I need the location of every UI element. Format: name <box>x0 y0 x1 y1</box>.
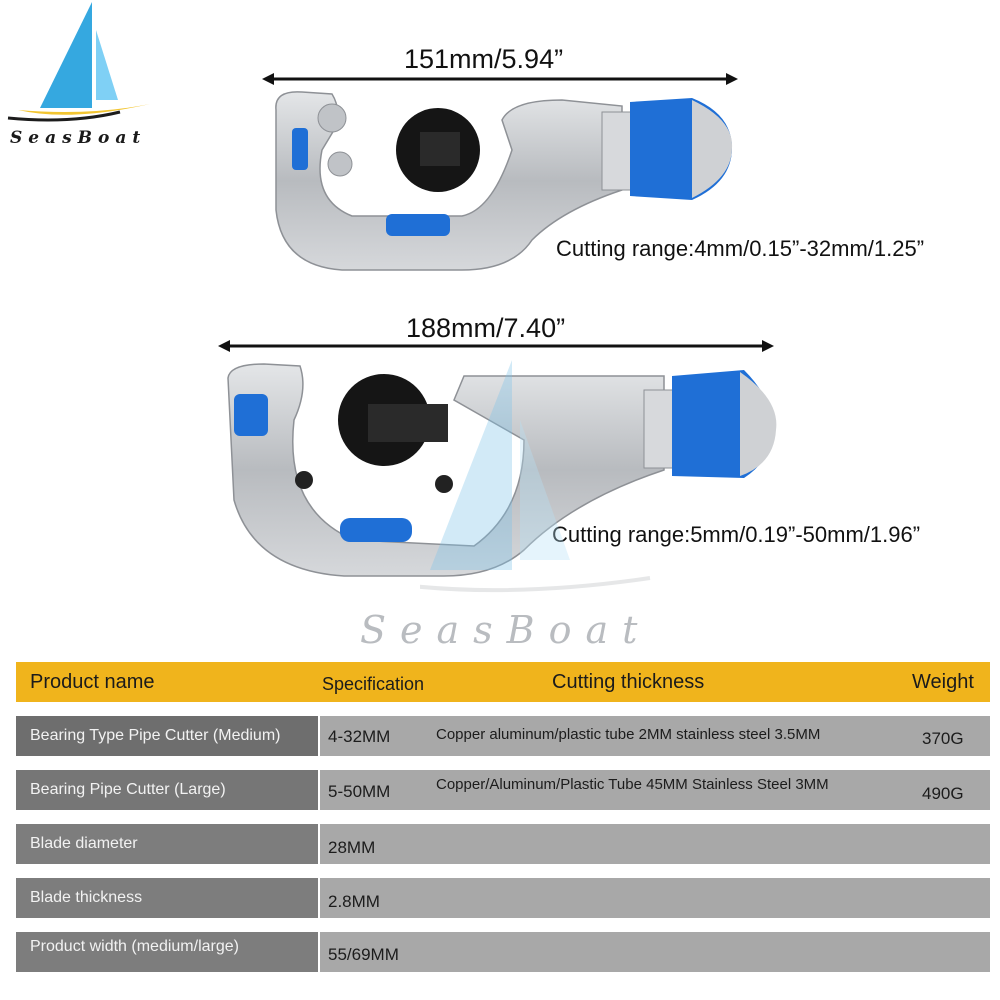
row-spec: 2.8MM <box>328 892 380 911</box>
table-row: Blade diameter 28MM <box>16 824 990 864</box>
product-dimension: 188mm/7.40” <box>406 313 566 343</box>
table-header: Product name Specification Cutting thick… <box>16 662 990 702</box>
sailboat-logo-icon <box>7 2 150 122</box>
dimension-arrow <box>218 340 774 352</box>
row-thickness: Copper aluminum/plastic tube 2MM stainle… <box>436 726 821 743</box>
cutting-range-label: Cutting range:4mm/0.15”-32mm/1.25” <box>556 236 925 261</box>
pipe-cutter-medium-image <box>275 91 733 271</box>
row-spec: 4-32MM <box>328 727 391 746</box>
header-product-name: Product name <box>30 671 155 693</box>
row-weight: 490G <box>922 784 964 803</box>
row-spec: 55/69MM <box>328 945 399 964</box>
table-row: Bearing Type Pipe Cutter (Medium) 4-32MM… <box>16 716 990 756</box>
pipe-cutter-large-image <box>227 363 777 577</box>
row-thickness: Copper/Aluminum/Plastic Tube 45MM Stainl… <box>436 776 829 793</box>
dimension-arrow <box>262 73 738 85</box>
header-weight: Weight <box>912 671 974 693</box>
row-product-name: Blade thickness <box>30 889 143 906</box>
row-product-name: Bearing Pipe Cutter (Large) <box>30 781 226 798</box>
header-cutting-thickness: Cutting thickness <box>552 671 705 693</box>
logo-text: SeasBoat <box>10 128 147 148</box>
row-product-name: Product width (medium/large) <box>30 938 239 955</box>
table-row: Bearing Pipe Cutter (Large) 5-50MM Coppe… <box>16 770 990 810</box>
table-row: Blade thickness 2.8MM <box>16 878 990 918</box>
row-spec: 5-50MM <box>328 782 391 801</box>
row-weight: 370G <box>922 729 964 748</box>
product-dimension: 151mm/5.94” <box>404 44 564 74</box>
row-spec: 28MM <box>328 838 376 857</box>
spec-table: Product name Specification Cutting thick… <box>16 662 990 972</box>
row-product-name: Bearing Type Pipe Cutter (Medium) <box>30 727 281 744</box>
row-product-name: Blade diameter <box>30 835 138 852</box>
cutting-range-label: Cutting range:5mm/0.19”-50mm/1.96” <box>552 522 921 547</box>
brand-logo: SeasBoat <box>0 0 170 160</box>
watermark-sailboat-icon <box>420 360 651 593</box>
table-row: Product width (medium/large) 55/69MM <box>16 932 990 972</box>
watermark-text: SeasBoat <box>360 608 652 652</box>
header-specification: Specification <box>322 674 425 694</box>
